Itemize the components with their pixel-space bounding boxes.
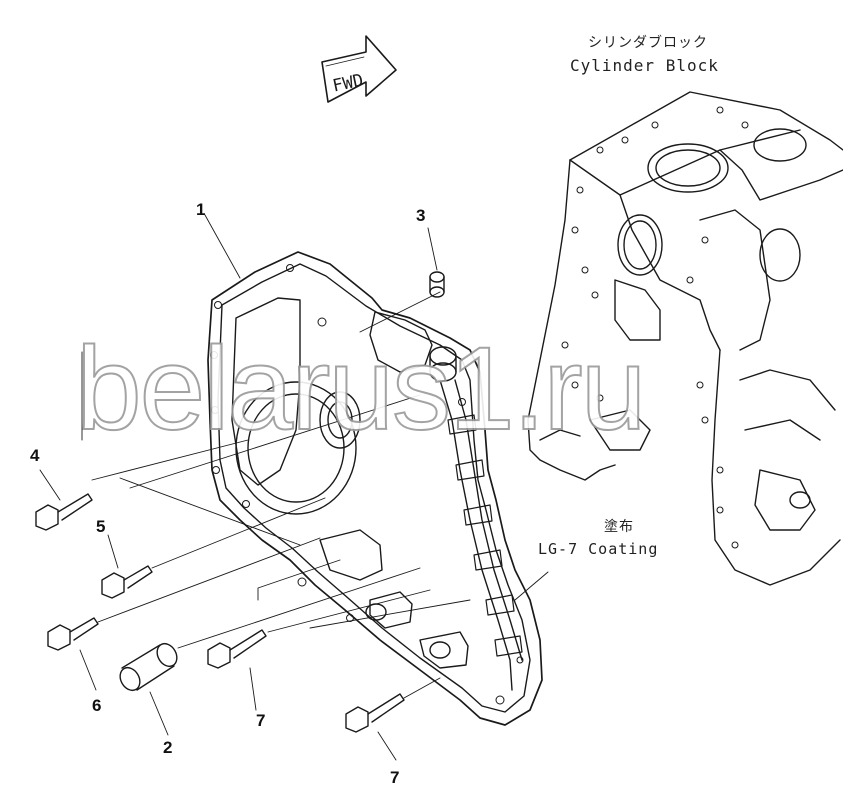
coating-japanese: 塗布 (604, 519, 634, 535)
bolt-part-7-upper (207, 629, 267, 669)
part-number-2: 2 (163, 738, 173, 757)
bolt-part-4 (35, 493, 93, 531)
title-japanese: シリンダブロック (588, 35, 708, 51)
part-number-6: 6 (92, 696, 102, 715)
fwd-arrow: FWD (321, 35, 397, 103)
part-number-1: 1 (196, 200, 206, 219)
bolt-part-7-lower (345, 693, 405, 733)
bolt-part-6 (47, 617, 99, 651)
cylinder-block (527, 91, 843, 586)
watermark-text: belarus1.ru (75, 323, 647, 455)
leader-lines (39, 214, 549, 761)
title-english: Cylinder Block (570, 56, 719, 75)
part-number-3: 3 (416, 206, 426, 225)
part-number-4: 4 (30, 446, 40, 465)
part-number-7-upper: 7 (256, 711, 266, 730)
front-cover (207, 251, 543, 726)
coating-english: LG-7 Coating (538, 540, 659, 558)
bolt-part-5 (101, 565, 153, 599)
plug-part-3 (429, 271, 445, 298)
part-number-7-lower: 7 (390, 768, 400, 787)
part-number-5: 5 (96, 517, 106, 536)
fwd-label: FWD (331, 71, 365, 97)
dowel-part-2 (119, 642, 178, 692)
